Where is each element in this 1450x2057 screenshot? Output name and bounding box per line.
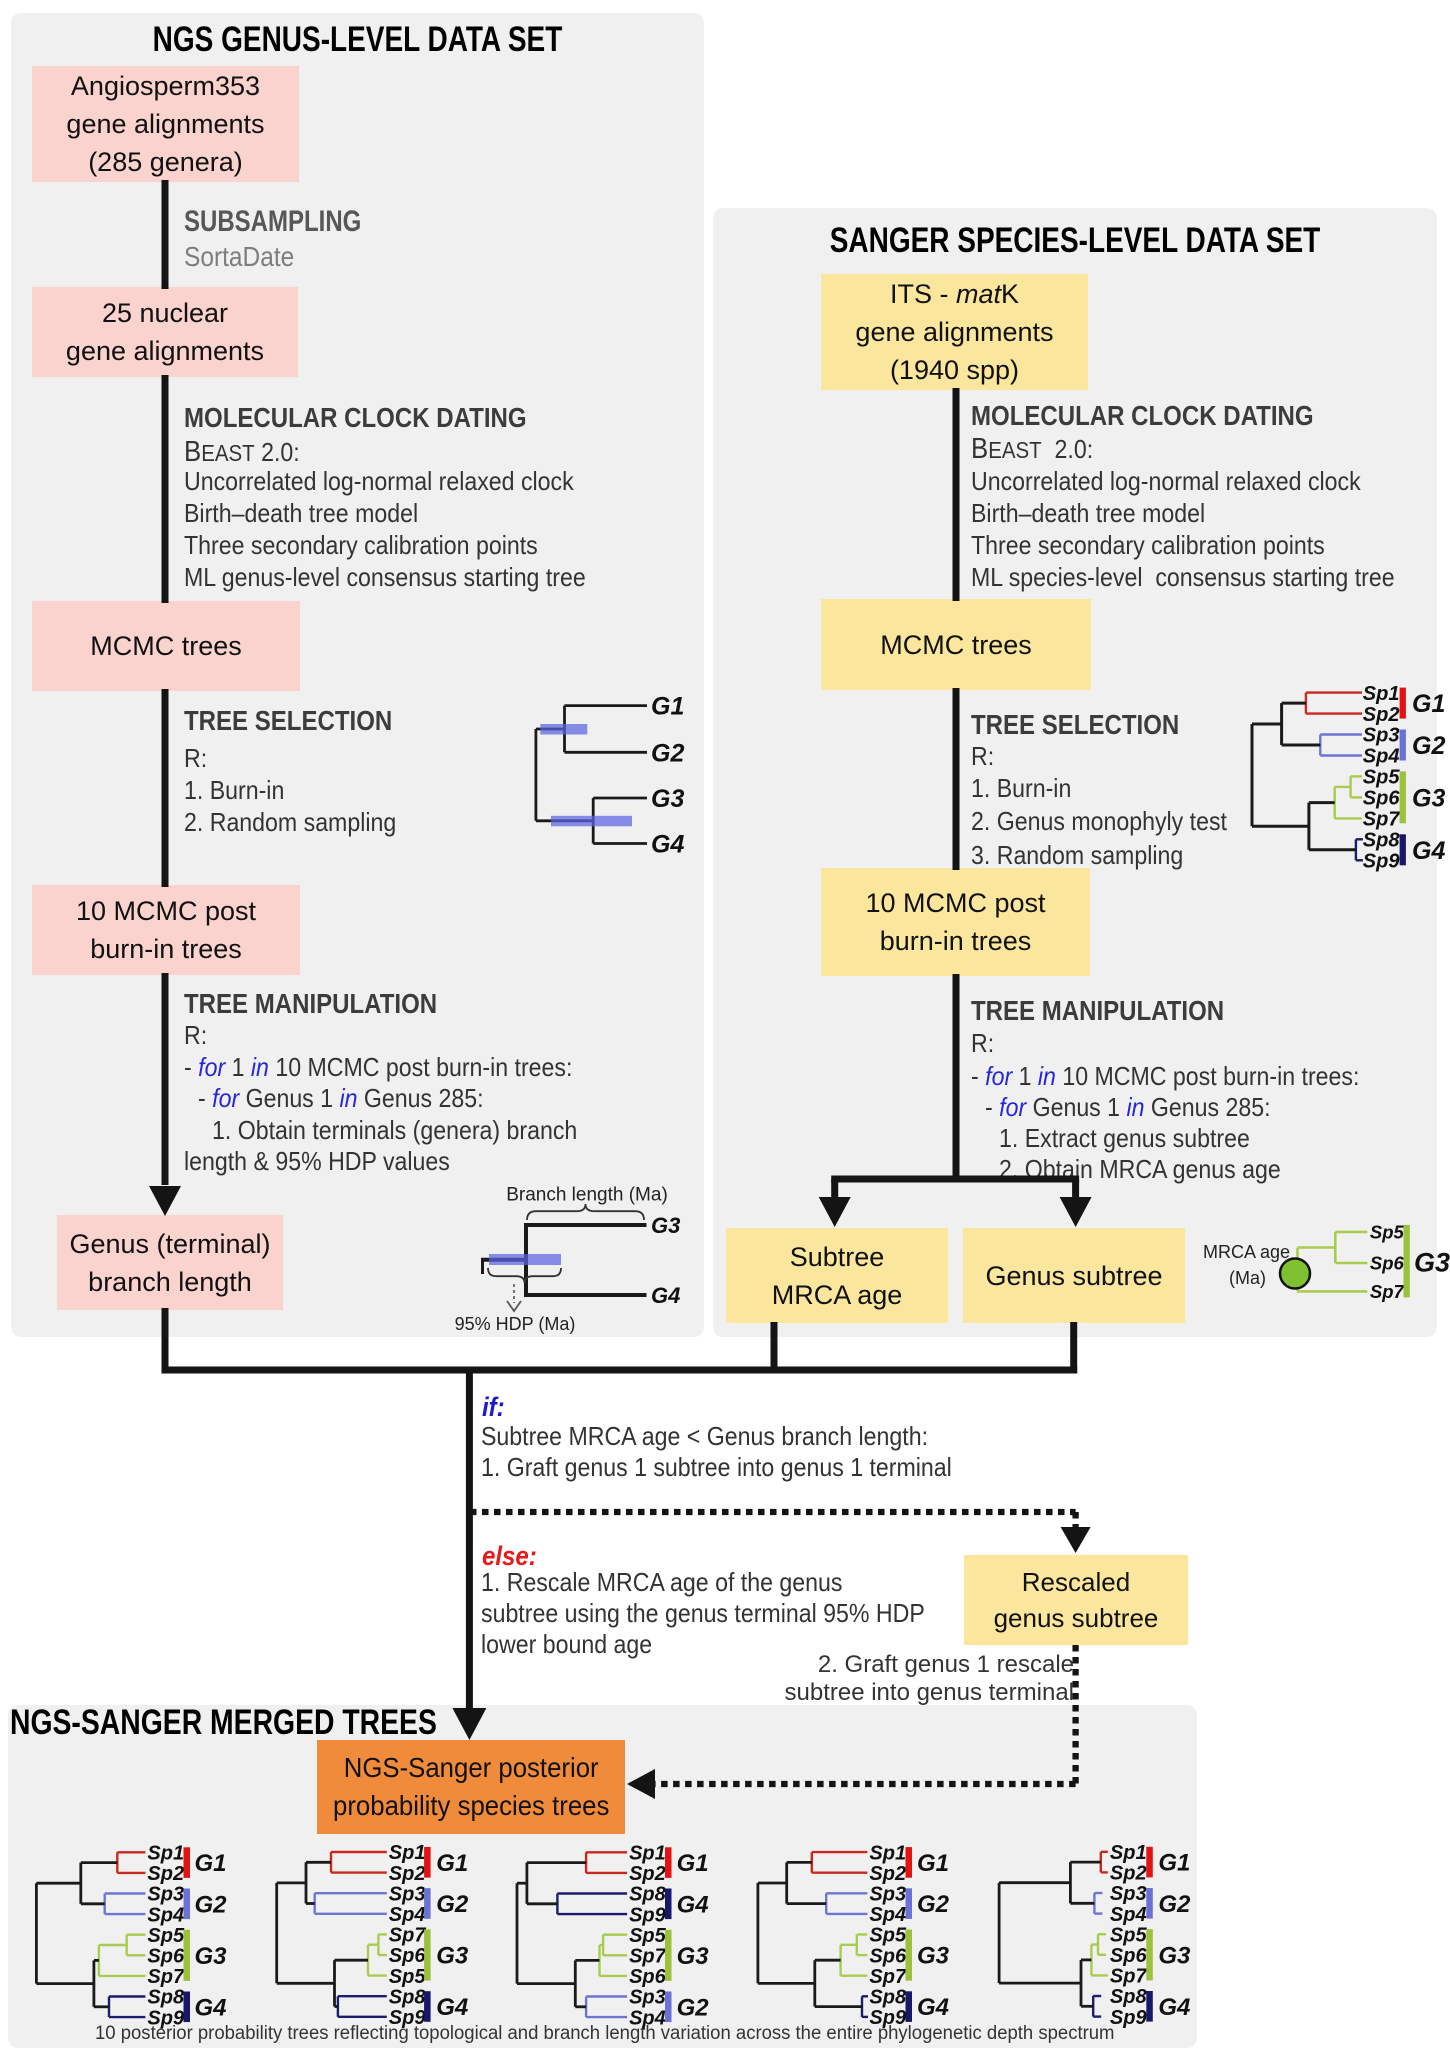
svg-text:G2: G2 [677, 1994, 710, 2021]
svg-text:95% HDP (Ma): 95% HDP (Ma) [455, 1314, 576, 1334]
svg-text:Sp1: Sp1 [629, 1843, 666, 1865]
svg-text:G1: G1 [1412, 690, 1445, 718]
svg-text:Sp1: Sp1 [1110, 1842, 1147, 1864]
svg-text:Sp8: Sp8 [1363, 830, 1401, 852]
svg-text:Sp5: Sp5 [629, 1925, 667, 1947]
svg-text:Sp6: Sp6 [629, 1966, 667, 1988]
svg-text:Sp6: Sp6 [389, 1945, 427, 1967]
svg-text:Sp8: Sp8 [389, 1986, 427, 2008]
svg-text:Sp6: Sp6 [1110, 1945, 1148, 1967]
svg-text:G3: G3 [1412, 784, 1445, 812]
svg-text:G4: G4 [436, 1994, 468, 2021]
svg-text:G4: G4 [917, 1994, 949, 2021]
svg-text:G2: G2 [1412, 732, 1445, 760]
svg-text:G1: G1 [651, 693, 684, 721]
svg-text:G1: G1 [917, 1850, 949, 1877]
svg-text:G2: G2 [651, 739, 684, 767]
svg-text:Sp4: Sp4 [629, 2007, 666, 2029]
svg-text:Sp5: Sp5 [389, 1966, 427, 1988]
svg-text:G4: G4 [677, 1891, 709, 1918]
svg-text:(Ma): (Ma) [1229, 1268, 1266, 1288]
svg-text:Sp9: Sp9 [147, 2007, 185, 2029]
svg-text:Sp2: Sp2 [1363, 704, 1400, 726]
svg-text:Sp4: Sp4 [147, 1904, 184, 1926]
svg-text:G3: G3 [1158, 1942, 1191, 1969]
svg-text:Sp6: Sp6 [1370, 1253, 1405, 1274]
svg-text:Sp2: Sp2 [629, 1863, 666, 1885]
svg-text:Sp5: Sp5 [1370, 1222, 1405, 1243]
svg-text:G1: G1 [436, 1850, 468, 1877]
svg-text:Sp3: Sp3 [869, 1884, 906, 1906]
svg-text:Sp7: Sp7 [1363, 809, 1401, 831]
svg-text:Sp1: Sp1 [389, 1842, 426, 1864]
svg-text:Sp2: Sp2 [1110, 1863, 1147, 1885]
svg-text:Sp9: Sp9 [1363, 851, 1401, 873]
svg-text:Branch length (Ma): Branch length (Ma) [506, 1185, 668, 1206]
svg-text:Sp4: Sp4 [1363, 746, 1400, 768]
svg-text:Sp5: Sp5 [147, 1925, 185, 1947]
svg-text:G4: G4 [1412, 837, 1445, 865]
svg-text:Sp2: Sp2 [147, 1863, 184, 1885]
svg-text:Sp8: Sp8 [147, 1987, 185, 2009]
svg-text:Sp4: Sp4 [389, 1904, 426, 1926]
svg-text:Sp9: Sp9 [389, 2007, 427, 2029]
svg-text:Sp9: Sp9 [629, 1904, 667, 1926]
svg-text:G2: G2 [195, 1891, 228, 1918]
svg-text:Sp8: Sp8 [1110, 1986, 1148, 2008]
svg-text:Sp9: Sp9 [869, 2007, 907, 2029]
svg-text:Sp7: Sp7 [1370, 1281, 1406, 1302]
svg-text:G2: G2 [917, 1891, 950, 1918]
svg-text:Sp7: Sp7 [629, 1946, 667, 1968]
svg-text:Sp4: Sp4 [1110, 1904, 1147, 1926]
svg-text:Sp5: Sp5 [869, 1925, 907, 1947]
svg-text:Sp2: Sp2 [869, 1863, 906, 1885]
svg-text:G3: G3 [677, 1943, 710, 1970]
svg-text:G3: G3 [436, 1943, 469, 1970]
svg-text:Sp2: Sp2 [389, 1863, 426, 1885]
svg-text:Sp3: Sp3 [147, 1884, 184, 1906]
svg-text:G2: G2 [436, 1891, 469, 1918]
svg-text:Sp6: Sp6 [869, 1945, 907, 1967]
svg-text:Sp5: Sp5 [1110, 1924, 1148, 1946]
svg-text:Sp3: Sp3 [389, 1883, 426, 1905]
svg-text:Sp3: Sp3 [1363, 725, 1400, 747]
svg-text:Sp6: Sp6 [147, 1946, 185, 1968]
svg-text:MRCA age: MRCA age [1203, 1242, 1290, 1262]
svg-text:G4: G4 [651, 1283, 680, 1308]
svg-text:G1: G1 [677, 1850, 709, 1877]
svg-text:G1: G1 [1158, 1850, 1190, 1877]
svg-text:Sp7: Sp7 [389, 1925, 427, 1947]
svg-text:Sp8: Sp8 [629, 1884, 667, 1906]
svg-text:Sp7: Sp7 [869, 1966, 907, 1988]
svg-text:G3: G3 [917, 1943, 950, 1970]
svg-text:G4: G4 [195, 1994, 227, 2021]
svg-text:Sp1: Sp1 [147, 1843, 184, 1865]
svg-text:Sp9: Sp9 [1110, 2007, 1148, 2029]
svg-text:Sp1: Sp1 [1363, 683, 1400, 705]
svg-text:G3: G3 [195, 1943, 228, 1970]
svg-text:G4: G4 [651, 831, 684, 859]
svg-text:G1: G1 [195, 1850, 227, 1877]
svg-text:Sp3: Sp3 [629, 1987, 666, 2009]
svg-text:Sp6: Sp6 [1363, 788, 1401, 810]
svg-text:Sp3: Sp3 [1110, 1883, 1147, 1905]
svg-text:Sp7: Sp7 [147, 1966, 185, 1988]
svg-text:G4: G4 [1158, 1994, 1190, 2021]
svg-text:Sp1: Sp1 [869, 1842, 906, 1864]
svg-text:Sp8: Sp8 [869, 1987, 907, 2009]
svg-text:G2: G2 [1158, 1891, 1191, 1918]
svg-text:Sp5: Sp5 [1363, 767, 1401, 789]
svg-text:Sp7: Sp7 [1110, 1966, 1148, 1988]
svg-text:G3: G3 [651, 1213, 680, 1238]
svg-text:Sp4: Sp4 [869, 1904, 906, 1926]
svg-text:G3: G3 [651, 785, 684, 813]
svg-text:G3: G3 [1414, 1247, 1450, 1277]
